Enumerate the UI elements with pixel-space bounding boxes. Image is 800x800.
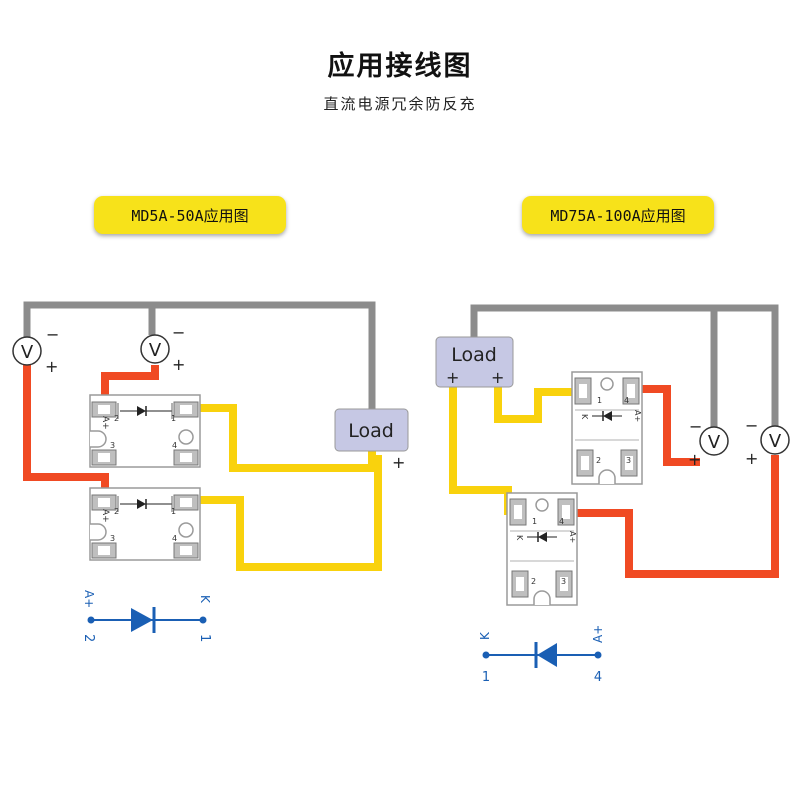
pin-3-label: 3 — [561, 577, 566, 586]
left-gray-wires — [23, 301, 376, 415]
load-label: Load — [451, 344, 497, 366]
right-load-box: Load + + — [435, 336, 514, 388]
minus-sign: − — [172, 323, 185, 342]
right-circuit: Load + + V − + V − + 1 4 K A+ 2 3 — [435, 304, 790, 685]
load-plus: + — [392, 453, 405, 472]
plus-sign: + — [45, 357, 58, 376]
anode-label: A+ — [82, 590, 96, 608]
diode-icon — [537, 643, 557, 667]
left-diode-legend: A+ K 2 1 — [81, 590, 212, 642]
cathode-label: K — [198, 595, 212, 604]
left-panel-badge: MD5A-50A应用图 — [94, 196, 286, 234]
right-red-wires — [576, 385, 779, 578]
pin-1-label: 1 — [532, 517, 537, 526]
page-title: 应用接线图 — [327, 51, 473, 82]
plus-sign: + — [172, 355, 185, 374]
plus-sign: + — [688, 450, 701, 469]
load-plus-left: + — [446, 368, 459, 387]
pin-3-label: 3 — [626, 456, 631, 465]
pin-3-label: 3 — [110, 534, 115, 543]
pin-4-label: 4 — [172, 534, 177, 543]
left-voltmeter-2: V − + — [140, 323, 185, 374]
voltmeter-symbol: V — [769, 431, 782, 452]
right-voltmeter-1: V − + — [688, 417, 729, 469]
right-module-1: 1 4 K A+ 2 3 — [571, 371, 643, 485]
pin-2-label: 2 — [114, 414, 119, 423]
left-circuit: V − + V − + Load + A+ 2 1 3 4 A+ 2 — [12, 301, 409, 642]
pin-4-label: 4 — [559, 517, 564, 526]
minus-sign: − — [46, 325, 59, 344]
cathode-pin-number: 1 — [197, 634, 212, 642]
load-label: Load — [348, 420, 394, 442]
left-load-box: Load + — [334, 408, 409, 472]
anode-pin-number: 2 — [81, 634, 96, 642]
anode-label: A+ — [633, 410, 642, 422]
pin-1-label: 1 — [597, 396, 602, 405]
pin-2-label: 2 — [596, 456, 601, 465]
diode-icon — [131, 608, 153, 632]
pin-4-label: 4 — [172, 441, 177, 450]
right-voltmeter-2: V − + — [745, 416, 790, 468]
left-module-1: A+ 2 1 3 4 — [89, 394, 201, 468]
voltmeter-symbol: V — [708, 432, 721, 453]
left-voltmeter-1: V − + — [12, 325, 59, 376]
anode-label: A+ — [100, 416, 110, 430]
right-diode-legend: K A+ 1 4 — [478, 625, 605, 685]
anode-pin-number: 4 — [594, 670, 602, 685]
pin-4-label: 4 — [624, 396, 629, 405]
anode-label: A+ — [100, 509, 110, 523]
minus-sign: − — [689, 417, 702, 436]
cathode-label: K — [580, 414, 589, 420]
page-subtitle: 直流电源冗余防反充 — [323, 95, 477, 113]
load-plus-right: + — [491, 368, 504, 387]
pin-2-label: 2 — [531, 577, 536, 586]
anode-label: A+ — [568, 531, 577, 543]
right-panel-badge: MD75A-100A应用图 — [522, 196, 714, 234]
right-gray-wires — [470, 304, 779, 428]
right-module-2: 1 4 K A+ 2 3 — [506, 492, 578, 606]
plus-sign: + — [745, 449, 758, 468]
cathode-label: K — [478, 631, 492, 640]
pin-2-label: 2 — [114, 507, 119, 516]
voltmeter-symbol: V — [149, 340, 162, 361]
minus-sign: − — [745, 416, 758, 435]
anode-label: A+ — [591, 625, 605, 643]
left-yellow-wires — [183, 404, 382, 571]
left-module-2: A+ 2 1 3 4 — [89, 487, 201, 561]
pin-1-label: 1 — [171, 507, 176, 516]
cathode-label: K — [515, 535, 524, 541]
voltmeter-symbol: V — [21, 342, 34, 363]
pin-3-label: 3 — [110, 441, 115, 450]
pin-1-label: 1 — [171, 414, 176, 423]
cathode-pin-number: 1 — [482, 670, 490, 685]
